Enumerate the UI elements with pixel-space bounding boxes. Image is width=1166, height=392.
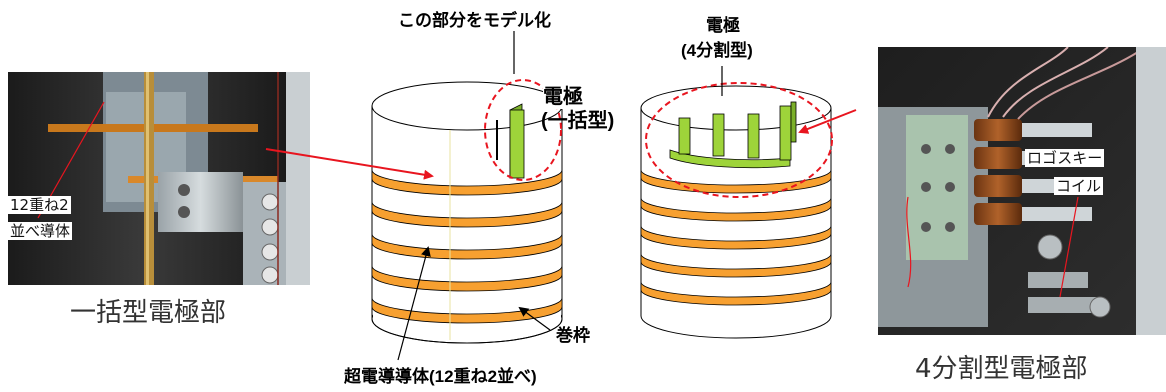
electrode-left-label-line2: (一括型) (541, 110, 615, 132)
left-cylinder (371, 81, 563, 344)
right-photo-illustration (878, 47, 1166, 335)
right-photo-annotation-line2: コイル (1054, 177, 1104, 195)
electrode-right-label-line1: 電極 (706, 16, 740, 35)
right-red-arrow (798, 109, 857, 134)
left-photo-illustration (8, 72, 310, 285)
electrode-right-label-line2: (4分割型) (681, 41, 753, 60)
left-red-arrow (265, 148, 434, 180)
conductor-label: 超電導導体(12重ね2並べ) (344, 367, 537, 386)
right-photo-caption: 4分割型電極部 (915, 354, 1088, 384)
conductor-arrow (397, 246, 431, 361)
right-electrode-comb (669, 101, 797, 169)
left-photo-caption: 一括型電極部 (70, 298, 227, 328)
left-dashed-circle (484, 79, 562, 181)
electrode-left-label-line1: 電極 (543, 80, 583, 109)
left-photo-annotation-line2: 並べ導体 (8, 222, 73, 240)
model-label: この部分をモデル化 (398, 11, 551, 30)
left-electrode-block (496, 103, 525, 179)
right-photo-annotation-line1: ロゴスキー (1025, 149, 1105, 167)
right-electrode-photo: ロゴスキー コイル (878, 47, 1166, 335)
left-photo-annotation-line1: 12重ね2 (8, 196, 71, 214)
left-electrode-photo: 12重ね2 並べ導体 (8, 72, 310, 285)
right-dashed-circle (645, 82, 833, 198)
bobbin-label: 巻枠 (556, 326, 590, 345)
bobbin-arrow (518, 306, 551, 331)
